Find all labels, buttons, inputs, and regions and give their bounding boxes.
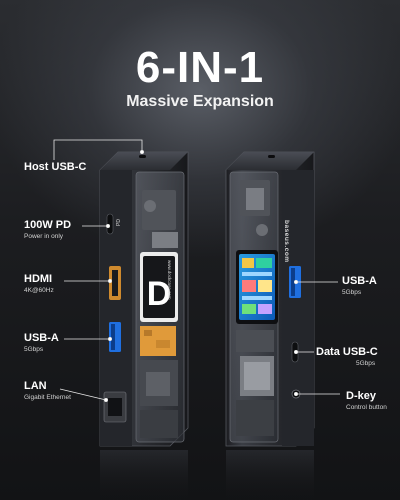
label-100w-pd-sub: Power in only	[24, 233, 64, 240]
label-dkey: D-key Control button	[346, 390, 387, 411]
label-hdmi: HDMI 4K@60Hz	[24, 273, 54, 294]
label-data-usbc: Data USB-C 5Gbps	[316, 346, 378, 367]
label-usba-right: USB-A 5Gbps	[342, 275, 377, 296]
host-usbc-port-icon	[139, 155, 146, 158]
pd-mark: PD	[116, 219, 122, 226]
label-usba-right-sub: 5Gbps	[342, 289, 362, 296]
label-usba-right-title: USB-A	[342, 275, 377, 287]
label-hdmi-title: HDMI	[24, 273, 53, 285]
right-hub-device	[225, 151, 315, 500]
label-host-usbc-title: Host USB-C	[24, 161, 87, 173]
status-screen	[239, 254, 275, 320]
label-lan-sub: Gigabit Ethernet	[24, 394, 71, 401]
label-lan-title: LAN	[24, 380, 47, 392]
pd-usbc-port-icon	[106, 213, 114, 235]
board-url-text: www.dockcase.com	[167, 260, 172, 300]
label-100w-pd-title: 100W PD	[24, 219, 72, 231]
dockcase-logo-icon: D	[147, 275, 172, 313]
headline-subtitle: Massive Expansion	[126, 93, 274, 110]
callout-lines	[53, 139, 340, 402]
brand-text: baseus.com	[283, 220, 290, 263]
label-usba-left: USB-A 5Gbps	[24, 332, 59, 353]
label-dkey-sub: Control button	[346, 404, 387, 411]
label-usba-left-title: USB-A	[24, 332, 59, 344]
label-usba-left-sub: 5Gbps	[24, 346, 44, 353]
label-host-usbc: Host USB-C	[24, 161, 86, 173]
label-data-usbc-title: Data USB-C	[316, 346, 378, 358]
label-data-usbc-sub: 5Gbps	[356, 360, 376, 367]
headline-title: 6-IN-1	[135, 43, 265, 92]
label-hdmi-sub: 4K@60Hz	[24, 287, 54, 294]
label-100w-pd: 100W PD Power in only	[24, 219, 71, 240]
left-hub-device: D PD	[99, 151, 189, 500]
label-dkey-title: D-key	[346, 390, 376, 402]
callout-host-usbc	[53, 139, 143, 160]
label-lan: LAN Gigabit Ethernet	[24, 380, 71, 401]
